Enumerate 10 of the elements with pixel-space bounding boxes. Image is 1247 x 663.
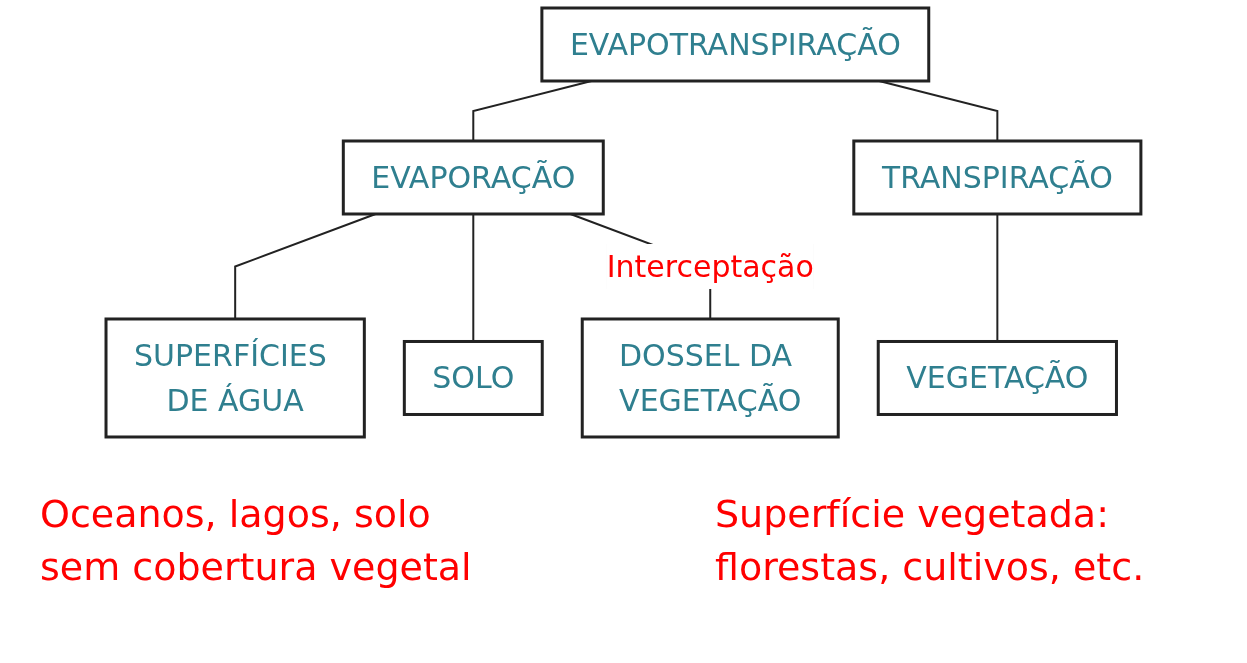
edge-label: Interceptação [606,248,814,284]
note-text: Oceanos, lagos, solo sem cobertura vegetal [40,491,473,592]
note-text: Superfície vegetada: florestas, cultivos, etc. [715,491,1146,592]
node-box: DOSSEL DA VEGETAÇÃO [580,317,840,439]
node-box: VEGETAÇÃO [876,340,1118,416]
node-box: SUPERFÍCIES DE ÁGUA [104,317,366,439]
node-box: EVAPORAÇÃO [341,139,605,216]
node-box: SOLO [402,340,544,416]
node-box: TRANSPIRAÇÃO [852,139,1143,216]
node-box: EVAPOTRANSPIRAÇÃO [540,6,931,83]
